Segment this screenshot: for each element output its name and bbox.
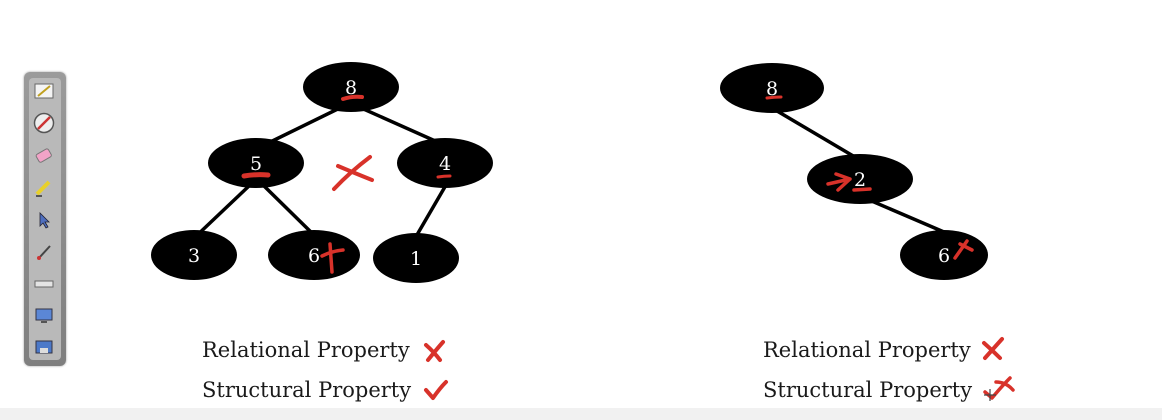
svg-text:5: 5 bbox=[250, 153, 262, 175]
underline-mark-4 bbox=[436, 174, 452, 179]
eraser-icon[interactable] bbox=[33, 145, 55, 167]
pointer-icon[interactable] bbox=[33, 209, 55, 231]
svg-text:3: 3 bbox=[188, 245, 200, 267]
annotation-toolbar bbox=[24, 72, 66, 366]
node-right-root: 8 bbox=[720, 63, 824, 113]
node-right-6: 6 bbox=[900, 230, 988, 280]
cross-mark-6 bbox=[320, 242, 345, 274]
svg-text:2: 2 bbox=[854, 169, 866, 191]
edge-4-1 bbox=[412, 184, 448, 241]
cross-mark-center bbox=[332, 155, 374, 191]
right-structural-mixed-icon bbox=[983, 376, 1015, 400]
svg-text:6: 6 bbox=[938, 245, 950, 267]
right-relational-property-label: Relational Property bbox=[763, 338, 971, 362]
svg-text:6: 6 bbox=[308, 245, 320, 267]
right-structural-property-label: Structural Property bbox=[763, 378, 973, 402]
node-right-2: 2 bbox=[807, 154, 913, 204]
node-left-3: 3 bbox=[151, 230, 237, 280]
right-relational-cross-icon bbox=[982, 337, 1004, 360]
screen-capture-icon[interactable] bbox=[33, 305, 55, 327]
left-structural-check-icon bbox=[424, 380, 448, 400]
svg-text:1: 1 bbox=[410, 248, 422, 270]
highlighter-icon[interactable] bbox=[33, 177, 55, 199]
pen-edit-icon[interactable] bbox=[33, 80, 55, 102]
node-left-6: 6 bbox=[268, 230, 360, 280]
brush-icon[interactable] bbox=[33, 241, 55, 263]
ruler-icon[interactable] bbox=[33, 273, 55, 295]
underline-mark-5 bbox=[241, 172, 271, 179]
left-structural-property-label: Structural Property bbox=[202, 378, 412, 402]
svg-text:8: 8 bbox=[345, 77, 357, 99]
node-left-root: 8 bbox=[303, 62, 399, 112]
svg-text:8: 8 bbox=[766, 78, 778, 100]
crosshair-cursor-icon bbox=[984, 389, 996, 401]
node-left-4: 4 bbox=[397, 138, 493, 188]
node-left-1: 1 bbox=[373, 233, 459, 283]
edge-8-2-right bbox=[771, 106, 861, 162]
save-screen-icon[interactable] bbox=[33, 337, 55, 359]
mark-6-right bbox=[953, 239, 974, 260]
bottom-strip bbox=[0, 408, 1162, 420]
arrow-mark-2 bbox=[826, 172, 872, 192]
disabled-pen-icon[interactable] bbox=[33, 112, 55, 134]
underline-mark-8-right bbox=[765, 95, 783, 100]
node-left-5: 5 bbox=[208, 138, 304, 188]
underline-mark-8 bbox=[341, 94, 364, 101]
edge-5-6 bbox=[260, 182, 318, 239]
left-relational-property-label: Relational Property bbox=[202, 338, 410, 362]
left-relational-cross-icon bbox=[424, 340, 445, 362]
svg-text:4: 4 bbox=[439, 153, 451, 175]
